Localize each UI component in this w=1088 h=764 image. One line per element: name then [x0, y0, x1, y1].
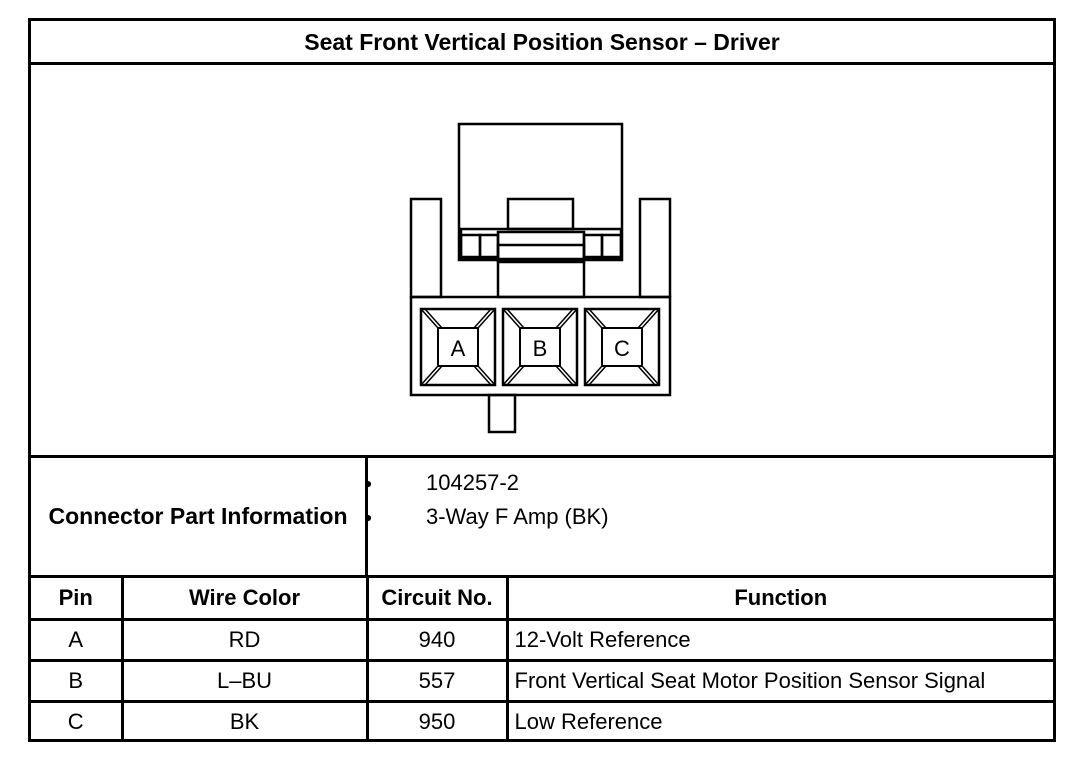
- pin-cell: C: [31, 699, 124, 742]
- connector-upper-housing: [457, 122, 624, 262]
- table-header-row: Pin Wire Color Circuit No. Function: [31, 578, 1053, 621]
- pin-cell: A: [31, 617, 124, 662]
- cavity-group: A B C: [419, 307, 661, 387]
- header-pin: Pin: [31, 578, 124, 621]
- pin-table: Pin Wire Color Circuit No. Function A RD…: [31, 575, 1053, 742]
- connector-body: [409, 295, 672, 397]
- page-title: Seat Front Vertical Position Sensor – Dr…: [31, 21, 1053, 65]
- part-info-item: 104257-2: [364, 470, 519, 495]
- header-wire-color: Wire Color: [120, 578, 369, 621]
- right-latch: [638, 197, 672, 299]
- circuit-cell: 940: [365, 617, 509, 662]
- connector-drawing: A B C: [409, 122, 672, 434]
- function-cell: Low Reference: [505, 699, 1053, 742]
- part-info-item: 3-Way F Amp (BK): [364, 504, 609, 529]
- wire-color-cell: L–BU: [120, 658, 369, 703]
- wire-color-cell: RD: [120, 617, 369, 662]
- function-cell: Front Vertical Seat Motor Position Senso…: [505, 658, 1053, 703]
- wire-color-cell: BK: [120, 699, 369, 742]
- pin-cell: B: [31, 658, 124, 703]
- connector-diagram: A B C: [31, 65, 1053, 458]
- key-peg: [487, 393, 517, 434]
- left-latch: [409, 197, 443, 299]
- function-cell: 12-Volt Reference: [505, 617, 1053, 662]
- cavity-b: B: [501, 307, 579, 387]
- cavity-label: B: [533, 336, 548, 361]
- table-row: C BK 950 Low Reference: [31, 699, 1053, 742]
- header-function: Function: [505, 578, 1053, 621]
- circuit-cell: 557: [365, 658, 509, 703]
- connector-sheet: Seat Front Vertical Position Sensor – Dr…: [28, 18, 1056, 742]
- cavity-label: C: [614, 336, 630, 361]
- circuit-cell: 950: [365, 699, 509, 742]
- part-info-label: Connector Part Information: [31, 458, 368, 575]
- cavity-label: A: [451, 336, 466, 361]
- cavity-a: A: [419, 307, 497, 387]
- table-row: B L–BU 557 Front Vertical Seat Motor Pos…: [31, 658, 1053, 703]
- table-row: A RD 940 12-Volt Reference: [31, 617, 1053, 662]
- header-circuit: Circuit No.: [365, 578, 509, 621]
- latch-tab: [506, 197, 575, 231]
- cavity-c: C: [583, 307, 661, 387]
- part-info-list: 104257-2 3-Way F Amp (BK): [364, 458, 1056, 575]
